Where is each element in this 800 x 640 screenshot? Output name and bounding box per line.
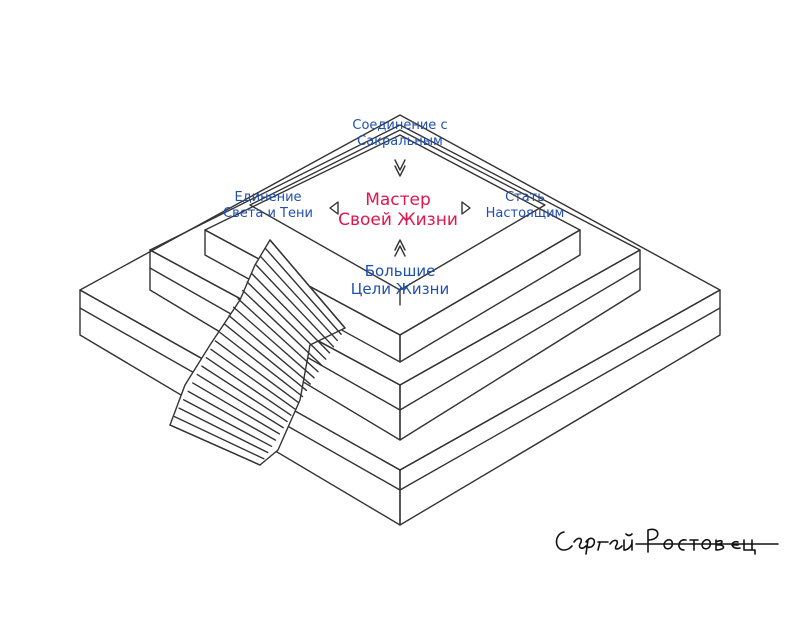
stair-tread — [196, 373, 284, 429]
stair-tread — [264, 247, 342, 335]
label-sacral-connection: Соединение с Сакральным — [352, 118, 448, 149]
pyramid-top-square — [249, 129, 546, 306]
stair-tread — [192, 382, 281, 435]
stair-tread — [173, 415, 265, 460]
stair-tread — [242, 289, 323, 367]
stair-tread — [205, 357, 292, 416]
label-big-life-goals: Большие Цели Жизни — [350, 262, 450, 298]
arrows — [329, 159, 471, 257]
stair-tread — [182, 399, 273, 448]
stair-tread — [210, 348, 296, 410]
stair-tread — [260, 256, 338, 342]
stair-tread — [255, 264, 335, 348]
author-signature — [555, 528, 779, 555]
stair-tread — [223, 323, 308, 391]
stair-tread — [187, 390, 277, 441]
stair-tread — [201, 365, 288, 423]
stair-tread — [246, 281, 327, 360]
stair-tread — [178, 407, 269, 454]
staircase — [169, 239, 346, 466]
stair-tread — [214, 340, 300, 404]
stair-tread — [237, 298, 319, 373]
stair-tread — [232, 306, 315, 379]
stair-tread — [269, 239, 346, 329]
stair-tread — [169, 424, 261, 466]
stair-tread — [228, 314, 311, 385]
label-become-real: Стать Настоящим — [485, 190, 565, 221]
label-master-of-life: Мастер Своей Жизни — [338, 190, 458, 231]
stair-tread — [251, 272, 331, 354]
label-light-shadow-unity: Единение Света и Тени — [223, 190, 313, 221]
stair-tread — [219, 331, 304, 398]
pyramid-tier-3 — [204, 134, 581, 363]
